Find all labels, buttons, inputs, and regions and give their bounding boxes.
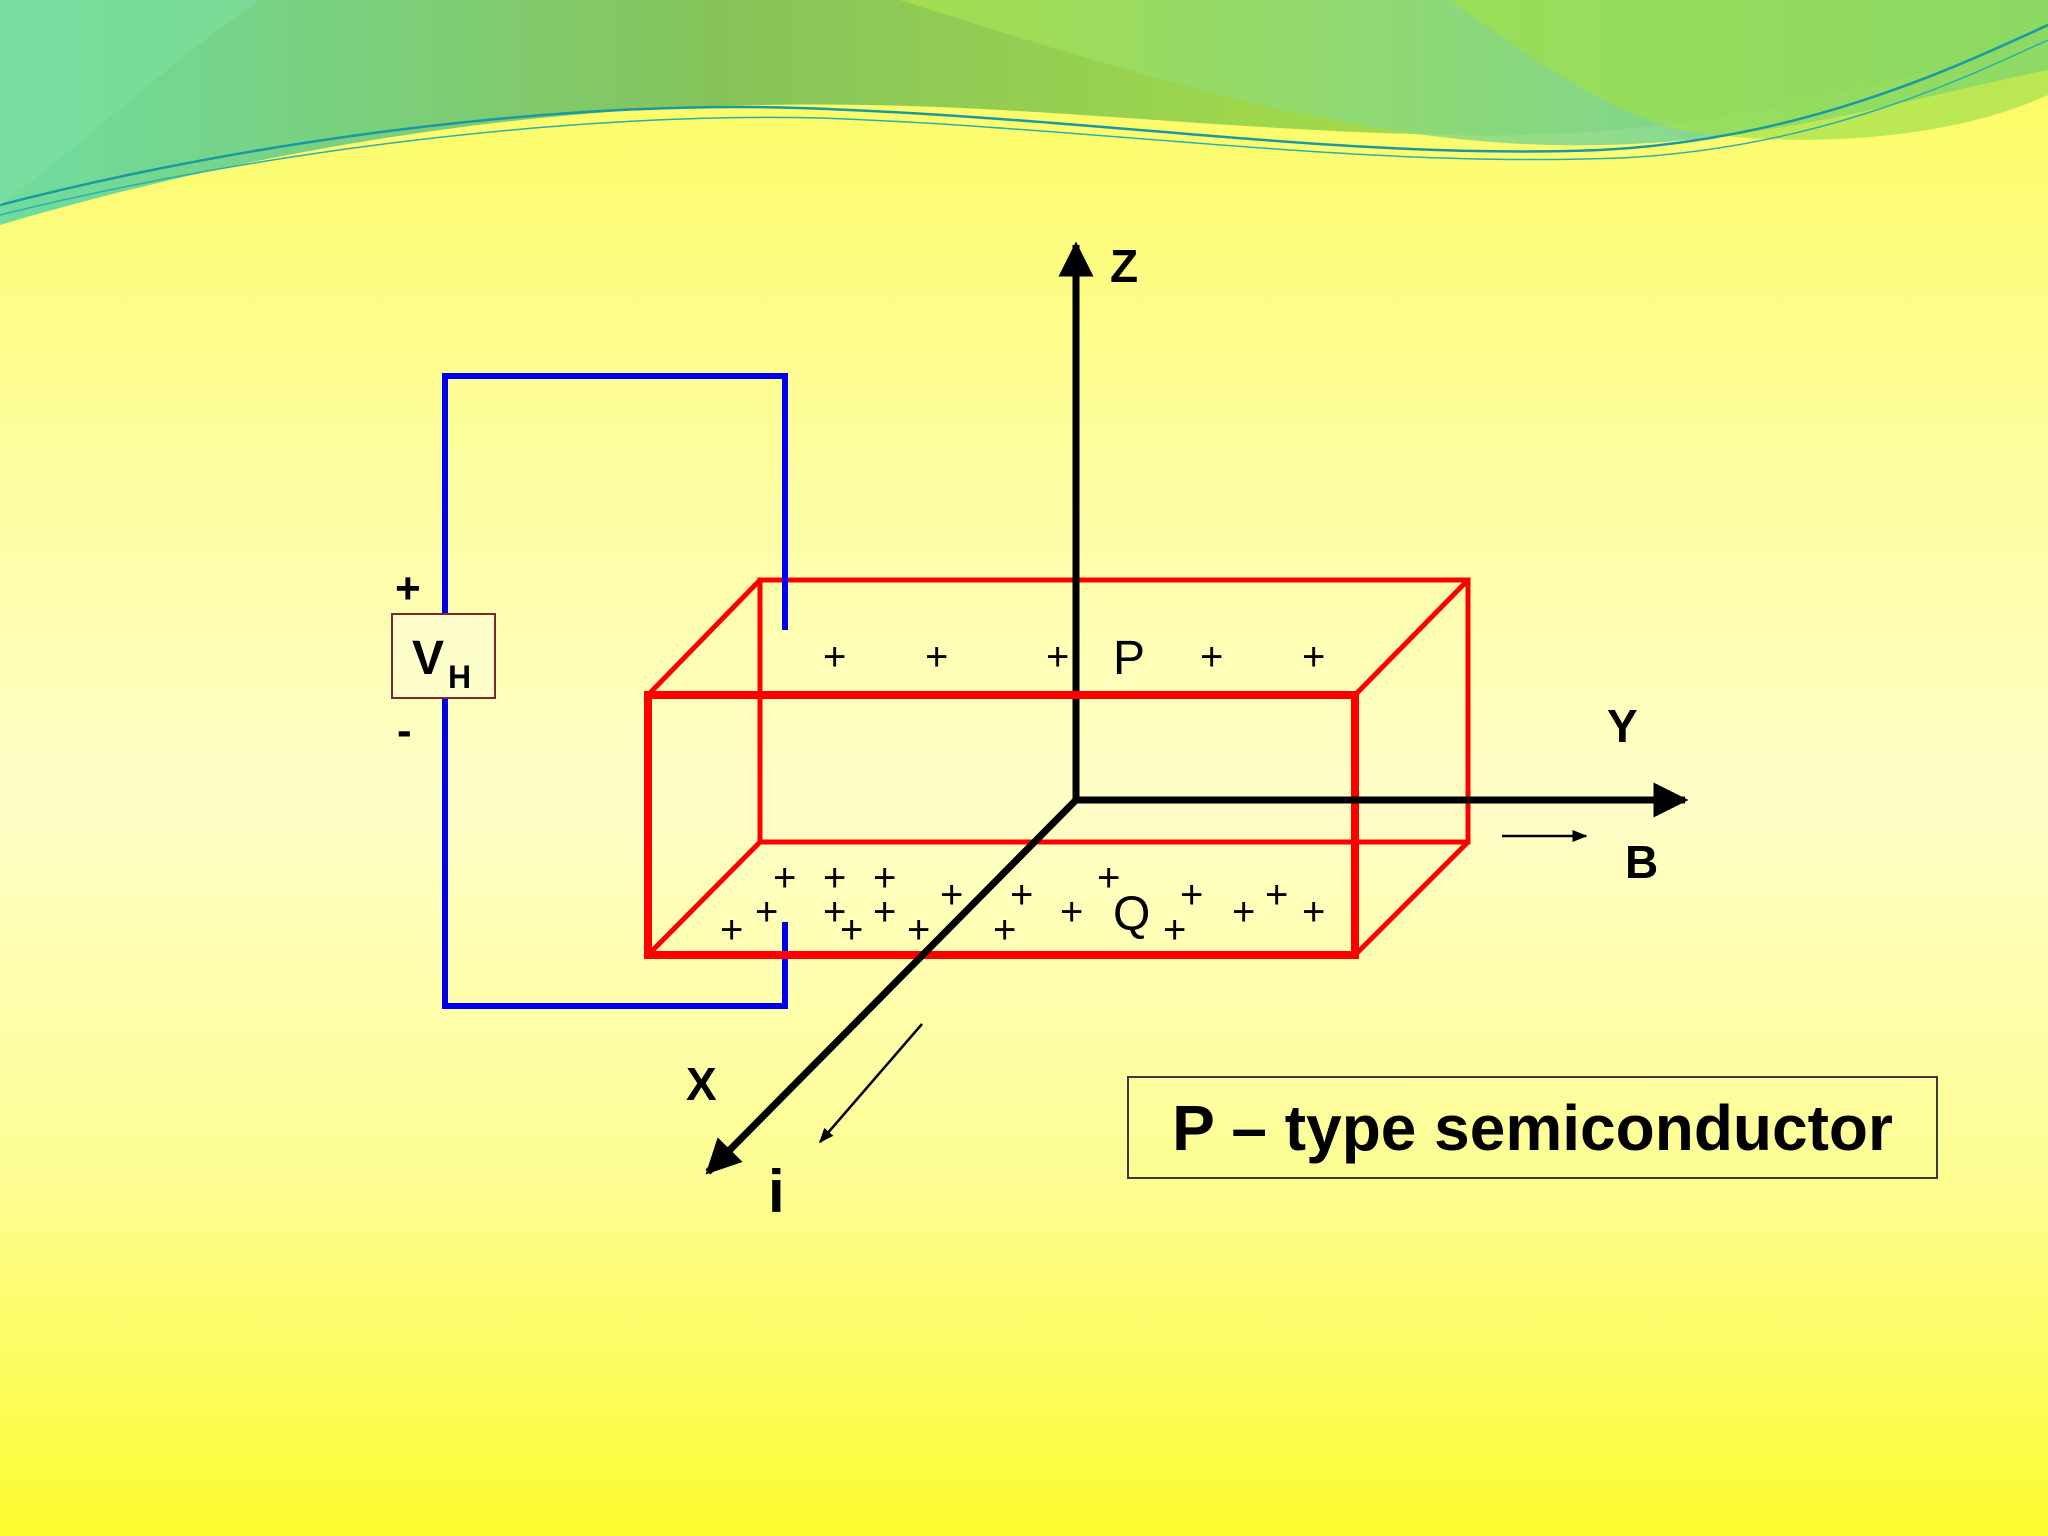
positive-charge: +: [925, 635, 948, 679]
hall-voltage-circuit: [442, 373, 788, 1009]
point-q-label: Q: [1113, 888, 1150, 941]
positive-charge: +: [1232, 890, 1255, 934]
bottom-positive-charges: + + + + + + + + + + + + + + + + + + +: [720, 856, 1325, 952]
circuit-wire-bottom: [442, 698, 788, 1009]
voltmeter-box: [391, 613, 496, 699]
positive-charge: +: [823, 856, 846, 900]
magnetic-field-label: B: [1625, 836, 1658, 888]
current-direction-arrow: [819, 1023, 923, 1144]
positive-charge: +: [1302, 890, 1325, 934]
x-axis-label: X: [686, 1058, 717, 1110]
positive-charge: +: [1010, 873, 1033, 917]
positive-charge: +: [1180, 873, 1203, 917]
voltmeter-positive-terminal: +: [395, 564, 421, 613]
y-axis-label: Y: [1607, 700, 1638, 752]
x-axis: [705, 797, 1079, 1175]
voltmeter-label-sub: H: [448, 659, 471, 695]
slab-edge: [646, 840, 762, 957]
positive-charge: +: [907, 908, 930, 952]
positive-charge: +: [873, 890, 896, 934]
positive-charge: +: [823, 890, 846, 934]
positive-charge: +: [1046, 635, 1069, 679]
positive-charge: +: [755, 890, 778, 934]
positive-charge: +: [873, 856, 896, 900]
semiconductor-slab-back: [646, 577, 1471, 957]
voltmeter-negative-terminal: -: [397, 706, 412, 755]
positive-charge: +: [1200, 635, 1223, 679]
positive-charge: +: [993, 908, 1016, 952]
positive-charge: +: [840, 908, 863, 952]
positive-charge: +: [1265, 873, 1288, 917]
positive-charge: +: [823, 635, 846, 679]
positive-charge: +: [940, 873, 963, 917]
slab-edge: [646, 578, 762, 697]
current-label: i: [768, 1158, 785, 1225]
slab-edge: [1353, 840, 1470, 957]
positive-charge: +: [1302, 635, 1325, 679]
slab-front-face: [644, 691, 1359, 959]
diagram-title: P – type semiconductor: [1127, 1076, 1938, 1179]
positive-charge: +: [773, 856, 796, 900]
positive-charge: +: [720, 908, 743, 952]
hall-voltmeter: V H + -: [391, 564, 496, 755]
slab-edge: [1353, 578, 1470, 697]
positive-charge: +: [1163, 908, 1186, 952]
point-p-label: P: [1113, 632, 1145, 685]
voltmeter-label-main: V: [412, 632, 444, 685]
circuit-wire-top: [442, 373, 788, 630]
top-positive-charges: + + + + +: [823, 635, 1325, 679]
positive-charge: +: [1097, 856, 1120, 900]
z-axis-label: Z: [1110, 240, 1138, 292]
positive-charge: +: [1060, 890, 1083, 934]
header-wave-decoration: [0, 0, 2048, 225]
